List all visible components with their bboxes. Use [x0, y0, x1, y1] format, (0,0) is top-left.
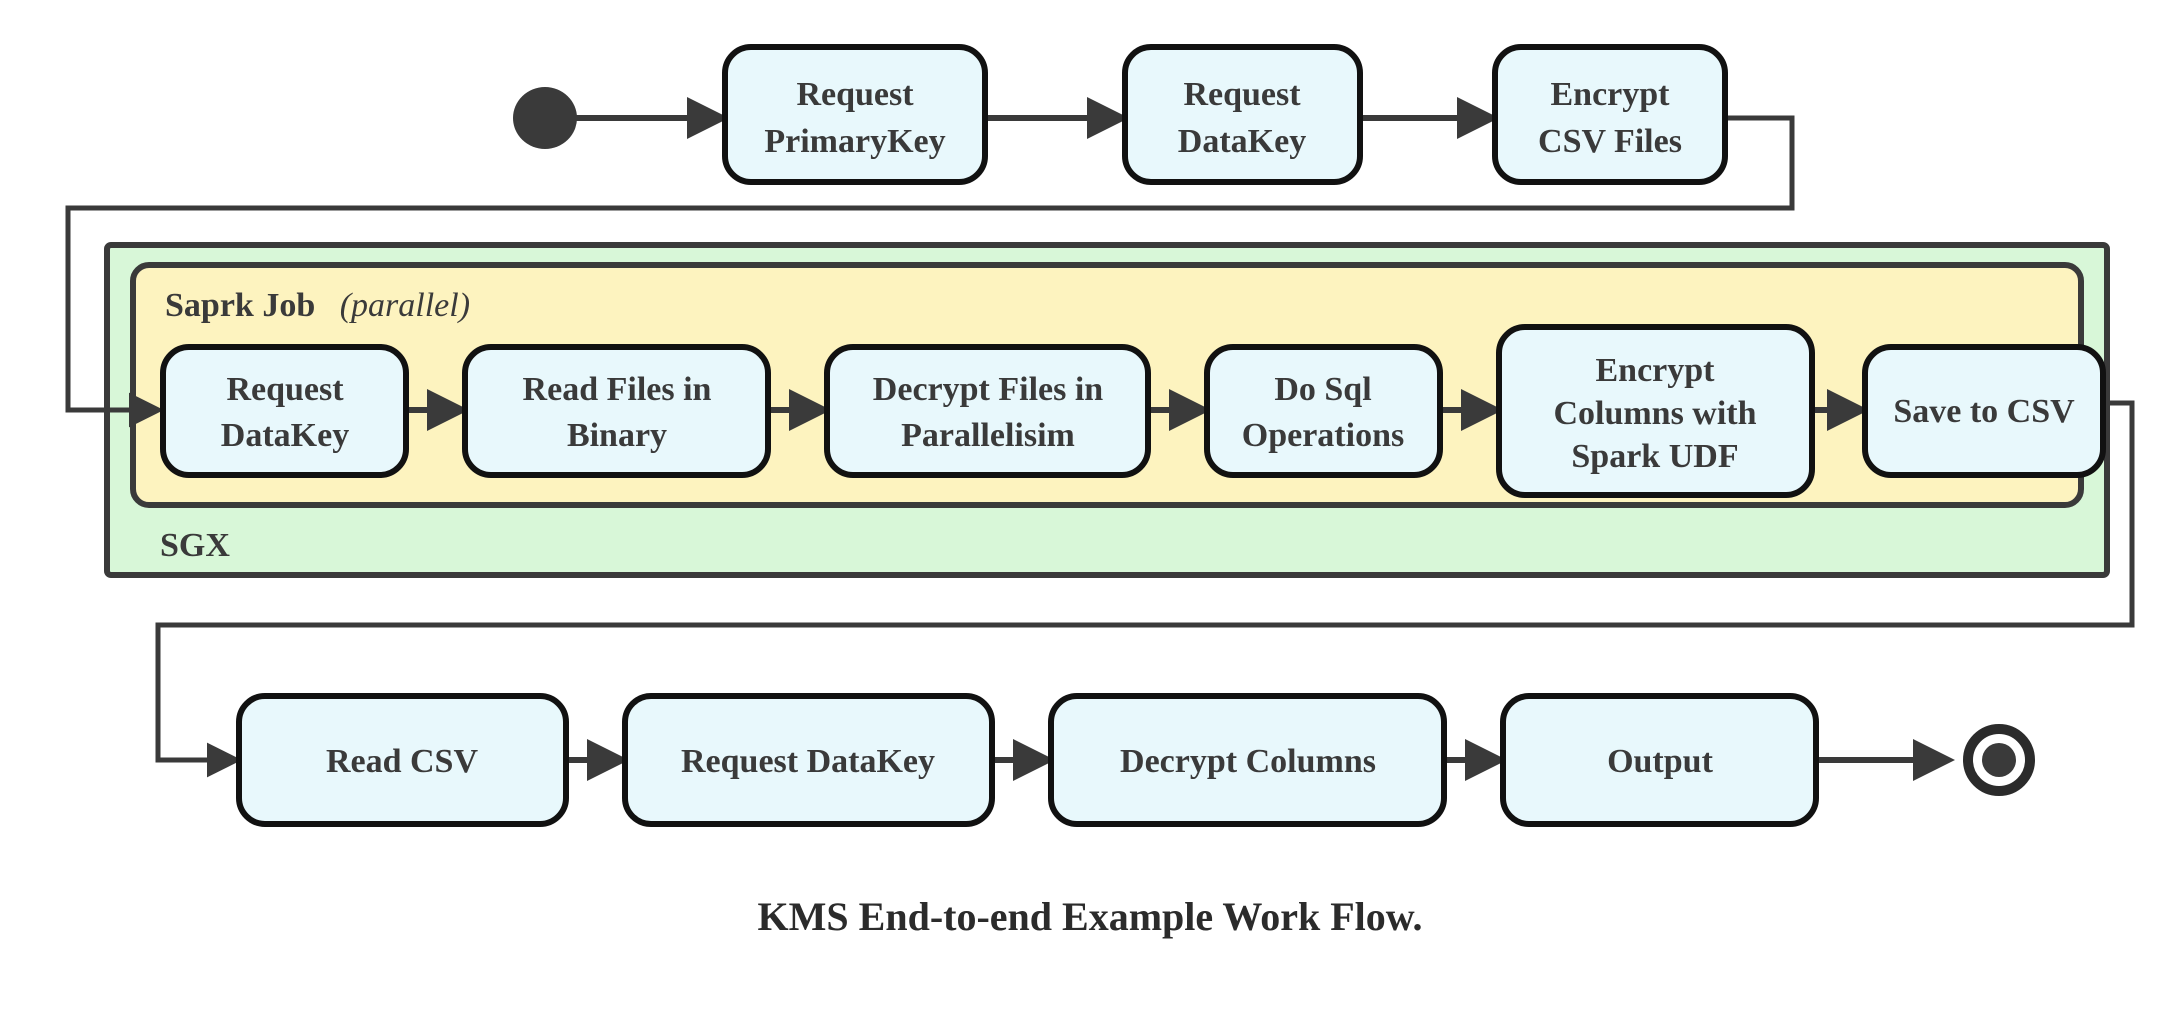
sgx-container-label: SGX: [160, 527, 230, 564]
end-node-core: [1982, 743, 2016, 777]
node-request-datakey-spark[interactable]: Request DataKey: [160, 344, 409, 478]
end-node-ring: [1963, 724, 2035, 796]
node-read-files-in-binary-box[interactable]: [462, 344, 771, 478]
node-encrypt-columns-with-spark-udf-line3: Spark UDF: [1571, 438, 1738, 475]
spark-job-container-label: Saprk Job (parallel): [165, 287, 470, 324]
node-request-primarykey-line2: PrimaryKey: [764, 123, 945, 160]
node-encrypt-columns-with-spark-udf[interactable]: Encrypt Columns with Spark UDF: [1496, 324, 1815, 498]
node-decrypt-files-in-parallelisim[interactable]: Decrypt Files in Parallelisim: [824, 344, 1151, 478]
node-request-datakey-bottom[interactable]: Request DataKey: [622, 693, 995, 827]
node-request-datakey-bottom-box[interactable]: [622, 693, 995, 827]
spark-job-modifier: (parallel): [340, 287, 470, 324]
node-do-sql-operations[interactable]: Do Sql Operations: [1204, 344, 1443, 478]
node-request-datakey-spark-box[interactable]: [160, 344, 409, 478]
node-read-csv-box[interactable]: [236, 693, 569, 827]
node-encrypt-csv-files-line1: Encrypt: [1551, 76, 1671, 113]
node-do-sql-operations-line1: Do Sql: [1274, 371, 1371, 408]
node-save-to-csv-box[interactable]: [1862, 344, 2106, 478]
node-request-datakey-spark-line2: DataKey: [221, 417, 349, 454]
node-read-files-in-binary-line2: Binary: [567, 417, 667, 454]
node-request-primarykey[interactable]: Request PrimaryKey: [722, 44, 988, 185]
node-request-datakey-spark-line1: Request: [226, 371, 344, 408]
node-read-csv[interactable]: Read CSV: [236, 693, 569, 827]
node-decrypt-columns[interactable]: Decrypt Columns: [1048, 693, 1447, 827]
node-request-datakey-bottom-line1: Request DataKey: [681, 743, 935, 780]
node-output-box[interactable]: [1500, 693, 1819, 827]
node-read-files-in-binary[interactable]: Read Files in Binary: [462, 344, 771, 478]
node-do-sql-operations-box[interactable]: [1204, 344, 1443, 478]
node-request-primarykey-box[interactable]: [722, 44, 988, 185]
node-decrypt-files-in-parallelisim-line1: Decrypt Files in: [873, 371, 1103, 408]
diagram-caption: KMS End-to-end Example Work Flow.: [758, 894, 1423, 939]
start-node: [513, 87, 577, 149]
spark-job-name: Saprk Job: [165, 287, 315, 324]
node-output-line1: Output: [1607, 743, 1713, 780]
node-encrypt-columns-with-spark-udf-line1: Encrypt: [1596, 352, 1716, 389]
edge-save-csv-to-read-csv: [155, 400, 2135, 778]
node-read-csv-line1: Read CSV: [326, 743, 479, 780]
node-decrypt-columns-line1: Decrypt Columns: [1120, 743, 1376, 780]
node-request-datakey-top[interactable]: Request DataKey: [1122, 44, 1363, 185]
node-request-datakey-top-box[interactable]: [1122, 44, 1363, 185]
node-decrypt-columns-box[interactable]: [1048, 693, 1447, 827]
node-decrypt-files-in-parallelisim-line2: Parallelisim: [901, 417, 1075, 454]
node-output[interactable]: Output: [1500, 693, 1819, 827]
node-do-sql-operations-line2: Operations: [1242, 417, 1404, 454]
edge-encrypt-csv-to-spark-datakey: [65, 115, 1795, 428]
node-encrypt-csv-files[interactable]: Encrypt CSV Files: [1492, 44, 1728, 185]
node-read-files-in-binary-line1: Read Files in: [523, 371, 712, 408]
node-encrypt-csv-files-box[interactable]: [1492, 44, 1728, 185]
node-encrypt-columns-with-spark-udf-line2: Columns with: [1553, 395, 1756, 432]
node-request-primarykey-line1: Request: [796, 76, 914, 113]
node-decrypt-files-in-parallelisim-box[interactable]: [824, 344, 1151, 478]
node-save-to-csv[interactable]: Save to CSV: [1862, 344, 2106, 478]
node-save-to-csv-line1: Save to CSV: [1893, 393, 2075, 430]
node-request-datakey-top-line1: Request: [1183, 76, 1301, 113]
node-encrypt-csv-files-line2: CSV Files: [1538, 123, 1682, 160]
node-request-datakey-top-line2: DataKey: [1178, 123, 1306, 160]
node-encrypt-columns-with-spark-udf-box[interactable]: [1496, 324, 1815, 498]
